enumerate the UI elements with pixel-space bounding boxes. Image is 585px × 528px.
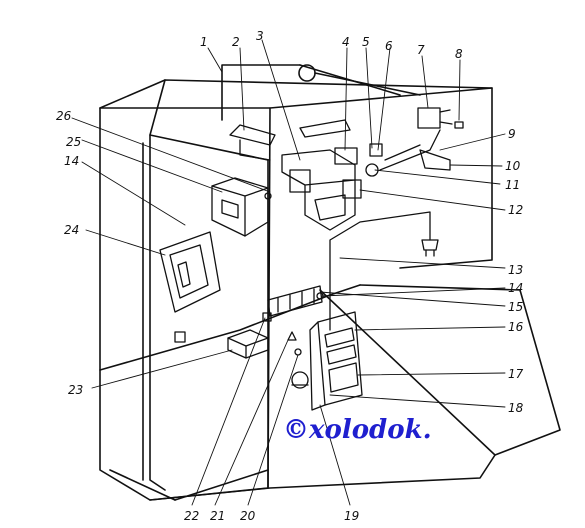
power-cord [329, 211, 439, 331]
callout-15: 15 [508, 300, 523, 314]
components-4-6 [299, 119, 383, 177]
capillary-tube [221, 64, 421, 121]
callout-7: 7 [417, 43, 425, 57]
callout-13: 13 [508, 263, 523, 277]
callout-16: 16 [508, 320, 524, 334]
bracket-24 [159, 231, 221, 313]
callout-8: 8 [455, 47, 463, 61]
callout-2: 2 [232, 35, 240, 49]
starter-relay [174, 329, 269, 359]
callout-1: 1 [200, 35, 208, 49]
callout-17: 17 [508, 367, 524, 381]
callout-25: 25 [66, 135, 81, 149]
callout-4: 4 [342, 35, 350, 49]
callout-19: 19 [344, 509, 359, 523]
callout-labels: 1 2 3 4 5 6 7 8 9 10 11 12 13 14 15 16 1… [56, 29, 524, 523]
callout-20: 20 [240, 509, 256, 523]
thermostat [379, 107, 453, 171]
callout-22: 22 [184, 509, 199, 523]
callout-11: 11 [505, 178, 520, 192]
callout-24: 24 [64, 223, 79, 237]
compressor-unit [291, 311, 363, 411]
callout-9: 9 [508, 127, 516, 141]
callout-12: 12 [508, 203, 523, 217]
watermark: ©xolodok. [283, 415, 432, 445]
callout-14: 14 [508, 281, 523, 295]
switch-12 [342, 179, 362, 199]
callout-14-left: 14 [64, 154, 79, 168]
callout-3: 3 [256, 29, 264, 43]
terminal-strip [267, 285, 324, 317]
callout-21: 21 [210, 509, 225, 523]
component-2 [229, 124, 276, 161]
callout-23: 23 [68, 383, 83, 397]
callout-18: 18 [508, 401, 524, 415]
callout-6: 6 [385, 39, 393, 53]
leader-lines [71, 39, 506, 506]
plug-8 [454, 121, 464, 129]
control-board [211, 177, 272, 237]
relay-box [281, 149, 356, 231]
callout-26: 26 [56, 109, 72, 123]
callout-5: 5 [362, 35, 370, 49]
callout-10: 10 [505, 159, 521, 173]
